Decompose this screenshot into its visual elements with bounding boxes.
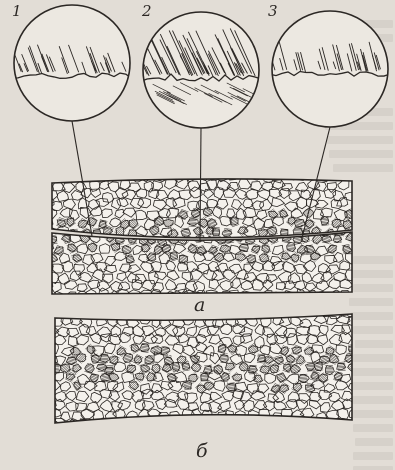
callout-label-1: 1: [12, 4, 22, 19]
caption-b: б: [196, 442, 208, 461]
deformed-body: [42, 305, 359, 432]
caption-a: а: [194, 296, 205, 315]
callout-label-2: 2: [142, 4, 152, 19]
callout-label-3: 3: [268, 4, 278, 19]
inset-circle-2: [129, 12, 261, 128]
inset-circle-1: [11, 5, 132, 121]
inset-circle-3: [270, 11, 390, 127]
